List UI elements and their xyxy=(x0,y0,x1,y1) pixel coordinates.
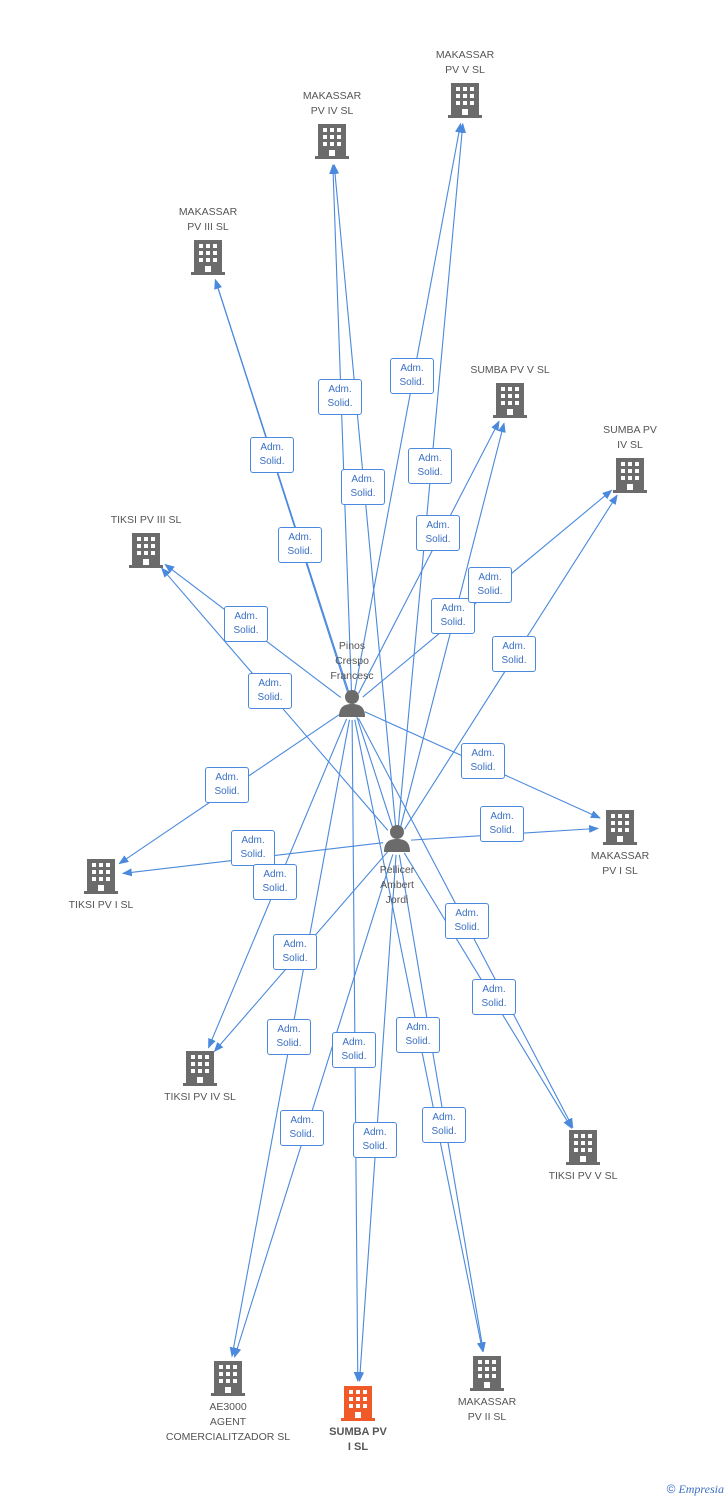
edge-label-pellicer-to-makassar_pv_iii[interactable]: Adm. Solid. xyxy=(250,437,294,473)
building-icon xyxy=(129,533,163,568)
company-node-tiksi_pv_i[interactable] xyxy=(84,859,118,894)
edge-label-pellicer-to-ae3000[interactable]: Adm. Solid. xyxy=(280,1110,324,1146)
edge-label-pellicer-to-makassar_pv_i[interactable]: Adm. Solid. xyxy=(480,806,524,842)
company-label-makassar_pv_v[interactable]: MAKASSAR PV V SL xyxy=(435,49,495,76)
company-label-tiksi_pv_v[interactable]: TIKSI PV V SL xyxy=(548,1170,618,1182)
company-node-makassar_pv_v[interactable] xyxy=(448,83,482,118)
company-label-sumba_pv_i[interactable]: SUMBA PV I SL xyxy=(329,1426,387,1453)
edge-label-pinos-to-makassar_pv_v[interactable]: Adm. Solid. xyxy=(390,358,434,394)
building-icon xyxy=(183,1051,217,1086)
edge-label-pinos-to-makassar_pv_ii[interactable]: Adm. Solid. xyxy=(396,1017,440,1053)
edge-label-pellicer-to-makassar_pv_ii[interactable]: Adm. Solid. xyxy=(422,1107,466,1143)
company-label-tiksi_pv_i[interactable]: TIKSI PV I SL xyxy=(68,899,134,911)
edge-label-pinos-to-tiksi_pv_i[interactable]: Adm. Solid. xyxy=(205,767,249,803)
person-node-pellicer[interactable] xyxy=(384,825,410,852)
company-label-tiksi_pv_iv[interactable]: TIKSI PV IV SL xyxy=(164,1091,236,1103)
edge-pellicer-to-makassar_pv_ii xyxy=(398,854,486,1353)
edge-label-pellicer-to-tiksi_pv_v[interactable]: Adm. Solid. xyxy=(472,979,516,1015)
company-label-sumba_pv_iv[interactable]: SUMBA PV IV SL xyxy=(603,424,657,451)
edge-label-pellicer-to-sumba_pv_v[interactable]: Adm. Solid. xyxy=(431,598,475,634)
person-node-pinos[interactable] xyxy=(339,690,365,717)
company-node-makassar_pv_i[interactable] xyxy=(603,810,637,845)
edge-label-pinos-to-sumba_pv_v[interactable]: Adm. Solid. xyxy=(416,515,460,551)
company-node-ae3000[interactable] xyxy=(211,1361,245,1396)
edges-layer xyxy=(118,122,618,1383)
edge-pellicer-to-sumba_pv_i xyxy=(356,854,397,1383)
building-icon xyxy=(84,859,118,894)
edge-pellicer-to-ae3000 xyxy=(233,854,394,1358)
company-label-ae3000[interactable]: AE3000 AGENT COMERCIALITZADOR SL xyxy=(165,1401,291,1443)
nodes-layer xyxy=(84,83,647,1421)
building-icon xyxy=(315,124,349,159)
edge-label-pellicer-to-sumba_pv_iv[interactable]: Adm. Solid. xyxy=(492,636,536,672)
company-node-sumba_pv_iv[interactable] xyxy=(613,458,647,493)
company-label-sumba_pv_v[interactable]: SUMBA PV V SL xyxy=(470,364,550,376)
edge-label-pellicer-to-makassar_pv_iv[interactable]: Adm. Solid. xyxy=(341,469,385,505)
edge-label-pinos-to-tiksi_pv_v[interactable]: Adm. Solid. xyxy=(445,903,489,939)
person-label-pellicer[interactable]: Pellicer Ambert Jordi xyxy=(379,864,415,906)
company-node-sumba_pv_i[interactable] xyxy=(341,1386,375,1421)
edge-label-pinos-to-tiksi_pv_iv[interactable]: Adm. Solid. xyxy=(253,864,297,900)
edge-pinos-to-makassar_pv_iv xyxy=(329,163,353,693)
building-icon xyxy=(603,810,637,845)
building-icon xyxy=(448,83,482,118)
edge-label-pinos-to-tiksi_pv_iii[interactable]: Adm. Solid. xyxy=(224,606,268,642)
building-icon xyxy=(341,1386,375,1421)
company-node-makassar_pv_ii[interactable] xyxy=(470,1356,504,1391)
edge-label-pinos-to-makassar_pv_i[interactable]: Adm. Solid. xyxy=(461,743,505,779)
company-label-makassar_pv_ii[interactable]: MAKASSAR PV II SL xyxy=(457,1396,517,1423)
company-node-tiksi_pv_v[interactable] xyxy=(566,1130,600,1165)
edge-label-pellicer-to-sumba_pv_i[interactable]: Adm. Solid. xyxy=(353,1122,397,1158)
edge-label-pinos-to-makassar_pv_iii[interactable]: Adm. Solid. xyxy=(278,527,322,563)
edge-pinos-to-sumba_pv_v xyxy=(357,420,500,694)
building-icon xyxy=(566,1130,600,1165)
person-label-pinos[interactable]: Pinos Crespo Francesc xyxy=(330,640,374,682)
brand-name: Empresia xyxy=(678,1482,724,1496)
company-node-sumba_pv_v[interactable] xyxy=(493,383,527,418)
edge-pinos-to-makassar_pv_v xyxy=(354,122,463,693)
company-node-makassar_pv_iv[interactable] xyxy=(315,124,349,159)
person-icon xyxy=(339,690,365,717)
edge-label-pellicer-to-tiksi_pv_i[interactable]: Adm. Solid. xyxy=(231,830,275,866)
person-icon xyxy=(384,825,410,852)
company-node-makassar_pv_iii[interactable] xyxy=(191,240,225,275)
company-label-makassar_pv_iv[interactable]: MAKASSAR PV IV SL xyxy=(302,90,362,117)
footer-brand[interactable]: ©Empresia xyxy=(667,1482,724,1497)
edge-label-pellicer-to-tiksi_pv_iii[interactable]: Adm. Solid. xyxy=(248,673,292,709)
edge-label-pellicer-to-makassar_pv_v[interactable]: Adm. Solid. xyxy=(408,448,452,484)
edge-label-pellicer-to-tiksi_pv_iv[interactable]: Adm. Solid. xyxy=(273,934,317,970)
building-icon xyxy=(613,458,647,493)
building-icon xyxy=(493,383,527,418)
building-icon xyxy=(470,1356,504,1391)
company-label-makassar_pv_iii[interactable]: MAKASSAR PV III SL xyxy=(178,206,238,233)
building-icon xyxy=(191,240,225,275)
company-node-tiksi_pv_iv[interactable] xyxy=(183,1051,217,1086)
edge-label-pinos-to-sumba_pv_i[interactable]: Adm. Solid. xyxy=(332,1032,376,1068)
edge-label-pinos-to-makassar_pv_iv[interactable]: Adm. Solid. xyxy=(318,379,362,415)
edge-label-pinos-to-ae3000[interactable]: Adm. Solid. xyxy=(267,1019,311,1055)
copyright-symbol: © xyxy=(666,1482,676,1496)
company-node-tiksi_pv_iii[interactable] xyxy=(129,533,163,568)
edge-label-pinos-to-sumba_pv_iv[interactable]: Adm. Solid. xyxy=(468,567,512,603)
company-label-makassar_pv_i[interactable]: MAKASSAR PV I SL xyxy=(590,850,650,877)
company-label-tiksi_pv_iii[interactable]: TIKSI PV III SL xyxy=(110,514,182,526)
building-icon xyxy=(211,1361,245,1396)
